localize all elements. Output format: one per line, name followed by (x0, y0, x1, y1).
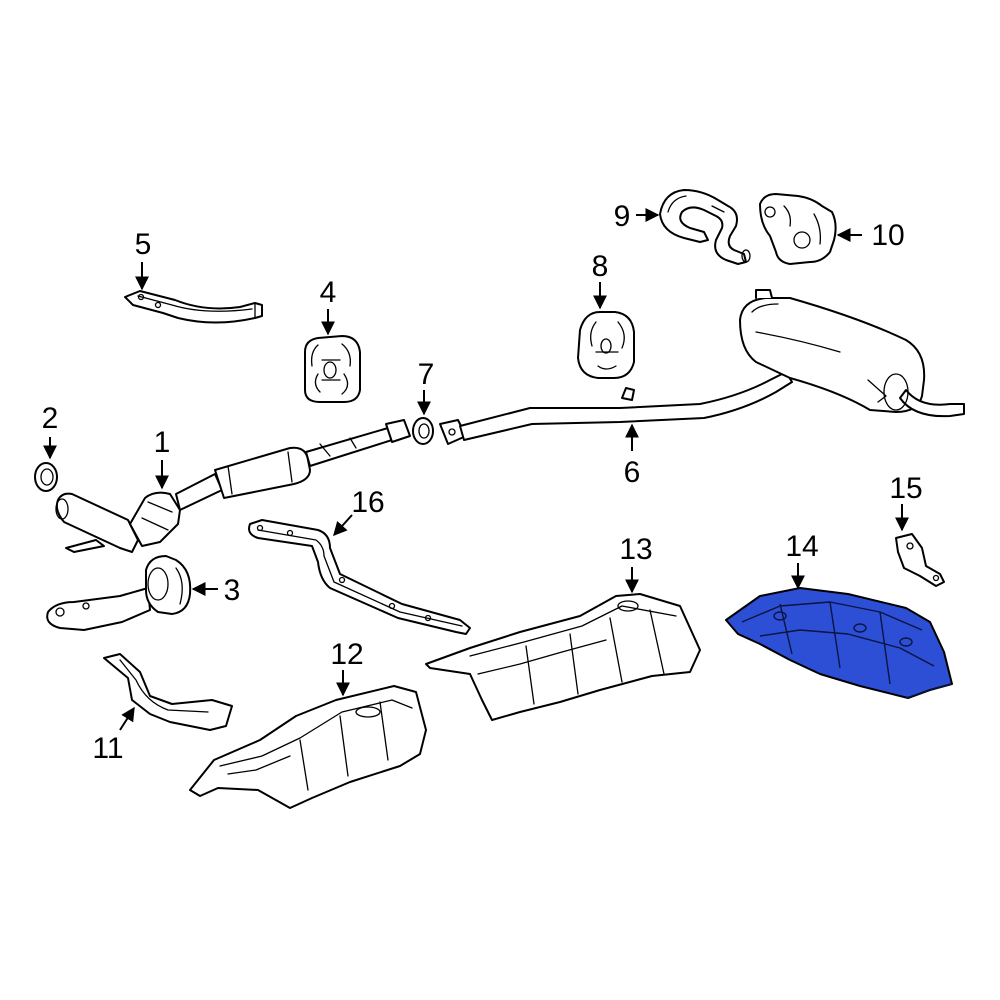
callout-14[interactable]: 14 (785, 530, 818, 563)
callout-4[interactable]: 4 (320, 276, 337, 309)
part-16-brace[interactable] (248, 519, 471, 635)
part-10-bracket[interactable] (759, 193, 837, 265)
part-4-hanger[interactable] (304, 335, 361, 403)
callout-11[interactable]: 11 (92, 732, 123, 765)
part-12-heat-shield[interactable] (189, 685, 427, 809)
callout-7[interactable]: 7 (418, 358, 435, 391)
callout-labels: 1 2 3 4 5 6 7 8 9 10 11 12 13 14 15 16 (42, 200, 923, 765)
callout-10[interactable]: 10 (871, 219, 904, 252)
callout-12[interactable]: 12 (330, 638, 363, 671)
part-5-bracket[interactable] (124, 290, 263, 324)
part-11-heat-shield[interactable] (103, 653, 233, 731)
callout-16[interactable]: 16 (351, 486, 384, 519)
callout-3[interactable]: 3 (224, 574, 241, 607)
callout-8[interactable]: 8 (592, 250, 609, 283)
callout-15[interactable]: 15 (889, 472, 922, 505)
part-13-heat-shield[interactable] (425, 593, 701, 721)
part-2-gasket[interactable] (34, 462, 58, 492)
part-14-heat-shield-highlighted[interactable] (725, 587, 953, 699)
callout-1[interactable]: 1 (154, 426, 171, 459)
part-1-front-pipe[interactable] (55, 419, 411, 553)
leader-lines (43, 208, 909, 731)
part-3-mount-bracket[interactable] (46, 555, 192, 631)
part-6-center-pipe-muffler[interactable] (439, 289, 965, 445)
part-8-hanger[interactable] (577, 311, 635, 379)
callout-5[interactable]: 5 (135, 228, 152, 261)
callout-13[interactable]: 13 (619, 533, 652, 566)
part-9-hanger-rod[interactable] (659, 189, 751, 265)
part-15-bracket[interactable] (895, 533, 945, 587)
part-7-gasket[interactable] (412, 417, 434, 445)
callout-2[interactable]: 2 (42, 402, 59, 435)
leader-16 (333, 514, 353, 537)
callout-9[interactable]: 9 (614, 200, 631, 233)
callout-6[interactable]: 6 (624, 456, 641, 489)
leader-11 (119, 706, 135, 731)
